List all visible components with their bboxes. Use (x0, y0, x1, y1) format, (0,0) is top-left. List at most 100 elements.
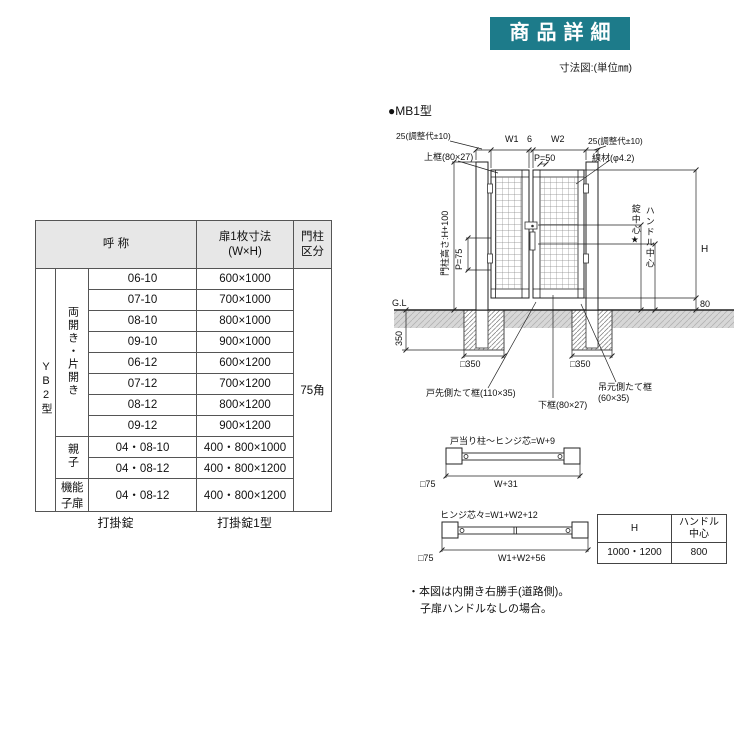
product-detail-badge: 商品詳細 (490, 17, 630, 50)
spec-row-size: 900×1200 (196, 415, 295, 437)
spec-row: 親子 04・08-10 400・800×1000 (36, 436, 332, 479)
spec-header-row: 呼 称 扉1枚寸法 (W×H) 門柱 区分 (34, 220, 333, 269)
label-bottom-rail: 下框(80×27) (538, 400, 588, 410)
label-wire: 線材(φ4.2) (592, 153, 635, 163)
header-door-size: 扉1枚寸法 (W×H) (196, 220, 295, 269)
label-hinge-stile-line1: 吊元側たて框 (598, 382, 653, 392)
label-top-rail: 上框(80×27) (424, 152, 474, 162)
handle-height-table: H ハンドル 中心 1000・1200 800 (597, 514, 727, 564)
mini-handle-value: 800 (671, 542, 727, 564)
schematic-hinge-1 (443, 447, 583, 479)
note-line-2: 子扉ハンドルなしの場合。 (420, 603, 552, 616)
schematic2-title: ヒンジ芯々=W1+W2+12 (440, 510, 538, 520)
mini-handle-label-line2: 中心 (689, 528, 709, 540)
spec-row-code: 08-10 (87, 310, 198, 332)
label-hinge-stile-line2: (60×35) (598, 392, 630, 403)
spec-row-code: 07-12 (87, 373, 198, 395)
series-label: YB2型 (40, 361, 52, 416)
spec-row-size: 800×1200 (196, 394, 295, 416)
spec-row: 機能子扉 04・08-12 400・800×1200 (36, 478, 332, 512)
spec-row-code: 09-12 (87, 415, 198, 437)
dim-p75: P=75 (454, 248, 464, 270)
spec-row-code: 04・08-12 (87, 457, 198, 479)
diagram-notes: ・本図は内開き右勝手(道路側)。 子扉ハンドルなしの場合。 (408, 584, 569, 618)
label-front-stile: 戸先側たて框(110×35) (426, 388, 516, 398)
dim-adjust-left: 25(調整代±10) (396, 131, 451, 141)
spec-row-size: 400・800×1000 (196, 436, 295, 458)
spec-row-size: 800×1000 (196, 310, 295, 332)
spec-row-size: 600×1200 (196, 352, 295, 374)
schematic-hinge-2 (439, 521, 591, 553)
dimension-ticks (403, 147, 699, 359)
group-oyako: 親子 (66, 443, 79, 469)
spec-row-size: 700×1200 (196, 373, 295, 395)
lock-type: 打掛錠1型 (217, 516, 272, 530)
spec-row-code: 07-10 (87, 289, 198, 311)
spec-row-code: 04・08-12 (87, 478, 198, 512)
schematic2-dim: W1+W2+56 (498, 553, 546, 563)
group-double-single: 両開き・片開き (66, 305, 79, 397)
schematic1-title: 戸当り柱〜ヒンジ芯=W+9 (450, 436, 556, 446)
dim-adjust-right: 25(調整代±10) (588, 136, 643, 146)
label-hinge-stile: 吊元側たて框 (60×35) (598, 382, 652, 404)
dim-80: 80 (700, 299, 711, 309)
mini-h-value: 1000・1200 (597, 542, 672, 564)
note-line-1: ・本図は内開き右勝手(道路側)。 (408, 586, 570, 598)
spec-row: YB2型 両開き・片開き 06-10 600×1000 75角 (35, 268, 333, 512)
spec-table: 呼 称 扉1枚寸法 (W×H) 門柱 区分 YB2型 両開き・片開き 06-10… (34, 220, 333, 512)
dim-350: 350 (394, 330, 404, 346)
spec-row-code: 06-12 (87, 352, 198, 374)
label-footing-right: □350 (570, 359, 591, 369)
schematic1-post-size: □75 (420, 479, 436, 489)
group-kino: 機能子扉 (55, 478, 89, 512)
label-footing-left: □350 (460, 359, 481, 369)
dimension-diagram: ●MB1型 25(調整代±10) W1 6 W2 25(調整代±10) 上框(8… (388, 98, 740, 640)
lock-footer: 打掛錠 打掛錠1型 (35, 514, 331, 531)
header-post-class: 門柱 区分 (293, 220, 333, 269)
model-label: ●MB1型 (388, 104, 432, 118)
spec-row-code: 08-12 (87, 394, 198, 416)
header-post-class-line2: 区分 (301, 245, 325, 258)
header-door-size-line1: 扉1枚寸法 (218, 231, 272, 244)
dim-gap-6: 6 (527, 134, 533, 144)
dim-w2: W2 (551, 134, 565, 144)
dim-w1: W1 (505, 134, 519, 144)
spec-row-size: 400・800×1200 (196, 478, 295, 512)
spec-row-code: 09-10 (87, 331, 198, 353)
spec-row-size: 700×1000 (196, 289, 295, 311)
label-handle-center: ハンドル中心 (644, 206, 655, 269)
header-name: 呼 称 (34, 220, 198, 269)
header-post-class-line1: 門柱 (301, 231, 325, 244)
header-door-size-line2: (W×H) (228, 245, 262, 258)
spec-row-code: 06-10 (87, 268, 198, 290)
mini-handle-label-line1: ハンドル (679, 517, 719, 528)
diagram-drawing (394, 140, 734, 553)
lock-label: 打掛錠 (97, 516, 134, 530)
schematic2-post-size: □75 (418, 553, 434, 563)
post-class-value: 75角 (293, 268, 333, 512)
gate (475, 161, 599, 311)
ground (394, 309, 734, 351)
mini-h-label: H (597, 514, 672, 543)
mini-handle-label: ハンドル 中心 (671, 514, 727, 543)
dim-h: H (701, 244, 709, 255)
dim-post-height: 門柱高さ:H+100 (440, 210, 450, 276)
label-lock-center: 錠中心★ (630, 204, 641, 247)
spec-row-size: 400・800×1200 (196, 457, 295, 479)
spec-row-size: 900×1000 (196, 331, 295, 353)
dimension-lines (402, 140, 697, 398)
label-gl: G.L (392, 298, 407, 308)
schematic1-dim: W+31 (494, 479, 518, 489)
handle-height-value-row: 1000・1200 800 (597, 542, 727, 564)
spec-row-size: 600×1000 (196, 268, 295, 290)
handle-height-header-row: H ハンドル 中心 (597, 514, 727, 543)
spec-row-code: 04・08-10 (87, 436, 198, 458)
dim-p50: P=50 (534, 153, 556, 163)
